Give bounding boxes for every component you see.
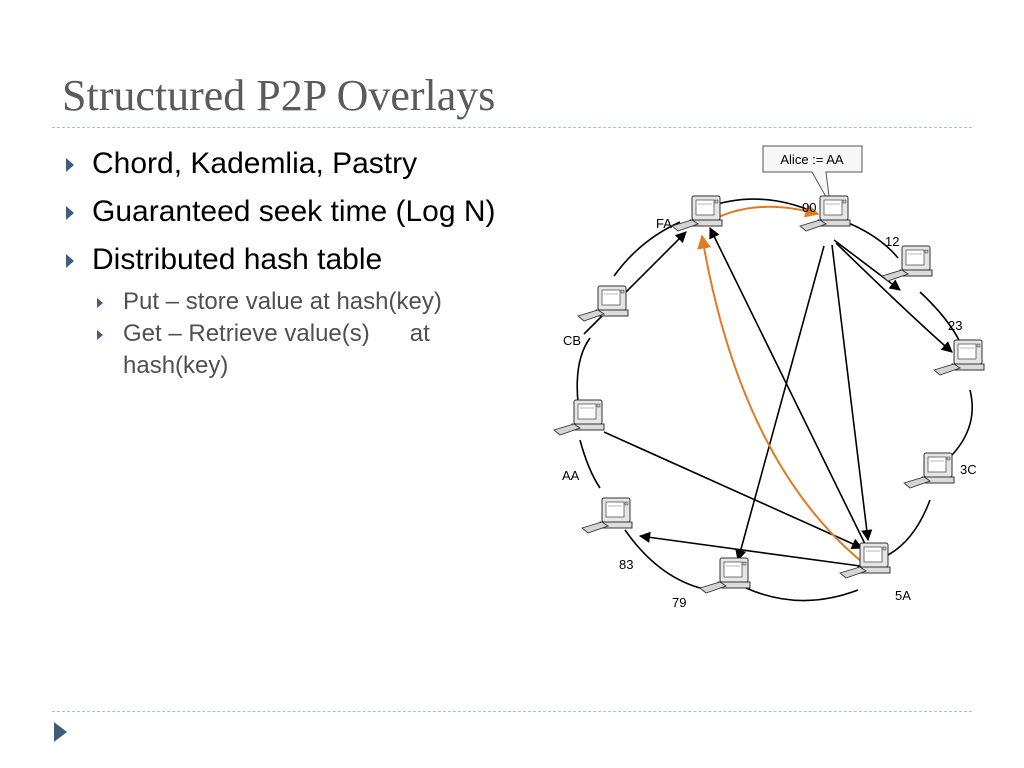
node-label: 3C [960, 462, 977, 477]
ring-arc [745, 587, 859, 602]
computer-icon [699, 557, 751, 594]
computer-icon [903, 452, 955, 489]
computer-icon [577, 285, 629, 322]
lookup-path [697, 234, 863, 563]
node-label: 79 [672, 595, 686, 610]
finger-arrow [835, 242, 953, 353]
slide-title: Structured P2P Overlays [62, 71, 496, 120]
footer-divider [52, 711, 972, 712]
bullet-item: Distributed hash table [62, 236, 562, 284]
footer-arrow-icon [54, 722, 67, 742]
ring-arc [576, 337, 591, 403]
ring-arc [944, 389, 973, 463]
bullet-arrow-icon [66, 158, 74, 172]
computer-icon [581, 497, 633, 534]
finger-arrow [735, 245, 825, 562]
ring-arc [624, 529, 709, 591]
bullet-text: Guaranteed seek time (Log N) [92, 195, 496, 228]
node-label: AA [562, 468, 580, 483]
finger-arrow [833, 239, 901, 291]
bullet-arrow-icon [66, 254, 74, 268]
sub-bullet-item: Put – store value at hash(key) [62, 286, 562, 318]
computer-icon [553, 399, 605, 436]
bullet-text: Chord, Kademlia, Pastry [92, 147, 418, 180]
ring-arc [887, 499, 931, 556]
sub-bullet-arrow-icon [97, 330, 103, 340]
sub-bullet-arrow-icon [97, 298, 103, 308]
finger-arrow [603, 431, 864, 549]
sub-bullet-text: Get – Retrieve value(s) at [123, 320, 430, 347]
sub-bullet-text: hash(key) [123, 352, 229, 379]
finger-arrow [638, 531, 861, 567]
finger-arrow [583, 231, 687, 335]
sub-bullet-item: Get – Retrieve value(s) at [62, 318, 562, 350]
sub-bullet-text: Put – store value at hash(key) [123, 288, 442, 315]
sub-bullet-continuation: hash(key) [62, 350, 562, 382]
finger-arrow [831, 244, 873, 542]
callout-text: Alice := AA [780, 152, 844, 167]
node-label: 23 [948, 318, 962, 333]
node-label: FA [656, 216, 672, 231]
node-label: CB [563, 333, 581, 348]
node-label: 12 [885, 234, 899, 249]
ring-arc [579, 439, 601, 489]
node-label: 83 [619, 557, 633, 572]
title-divider [52, 127, 972, 128]
bullet-text: Distributed hash table [92, 243, 383, 276]
bullet-item: Guaranteed seek time (Log N) [62, 188, 562, 236]
ring-arc [845, 221, 899, 259]
node-label: 00 [802, 200, 816, 215]
computer-icon [671, 195, 723, 232]
callout-box [762, 145, 863, 205]
finger-arrow [709, 226, 867, 547]
bullet-item: Chord, Kademlia, Pastry [62, 140, 562, 188]
computer-icon [933, 339, 985, 376]
computer-icon [881, 245, 933, 282]
node-label: 5A [895, 588, 911, 603]
bullet-list: Chord, Kademlia, Pastry Guaranteed seek … [62, 140, 562, 382]
ring-arc [919, 291, 961, 343]
bullet-arrow-icon [66, 206, 74, 220]
